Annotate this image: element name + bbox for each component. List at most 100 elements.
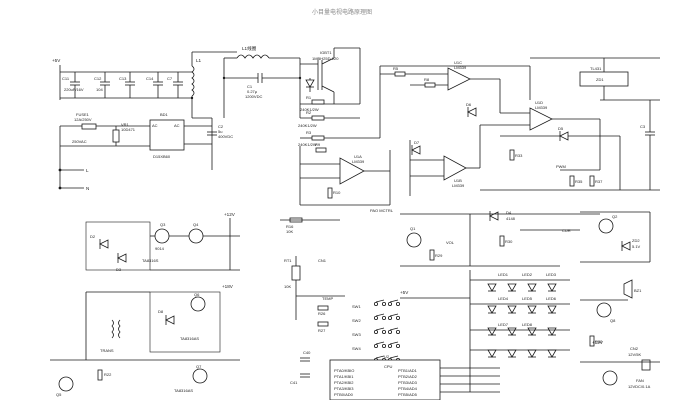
mains-input-section: FUSE1 12A/250V 250VAC VR1 10D471 BD1 AC … (58, 112, 233, 191)
label-r5: R5 (393, 66, 399, 71)
label-vplus-5: +5V (400, 290, 409, 295)
resistor-r9: R9 (315, 142, 327, 153)
capacitor-c11: C11 220uF/16V (62, 72, 84, 98)
label-fuse: FUSE1 (76, 112, 90, 117)
diode-d2: D2 (90, 234, 109, 249)
label-u1d-part: LM339 (535, 105, 548, 110)
label-led5: LED5 (522, 296, 533, 301)
resistor-r32: R32 (589, 335, 603, 347)
work-coil-section: L1线圈 C1 0.27μ 1200VDC (222, 45, 302, 118)
label-u1a-part: LM339 (352, 159, 365, 164)
resistor-r10: R10 (327, 187, 341, 199)
label-vplus-1: +5V (52, 58, 61, 63)
fuse-fuse1 (81, 123, 97, 130)
label-q3: Q3 (160, 222, 166, 227)
label-led1: LED1 (498, 272, 509, 277)
diode-d8: D8 (158, 309, 175, 325)
label-sw4: SW4 (352, 346, 361, 351)
label-r9: R9 (315, 142, 321, 147)
transistor-q1: Q1 (406, 226, 422, 248)
label-d3: D3 (116, 267, 122, 272)
led-symbol (547, 349, 557, 358)
inductor-l1: L1 (191, 58, 202, 118)
transistor-q5: Q5 (56, 376, 74, 397)
label-cn2-part: 12V/5K (628, 352, 641, 357)
label-mcu-p4: PTB0/AD0 (334, 392, 354, 397)
label-vplus-3: +18V (222, 284, 234, 289)
resistor-r5: R5 (393, 66, 406, 77)
label-vol: VOL (446, 240, 455, 245)
label-d4: D4 (506, 210, 512, 215)
transformer-trans: TRANS (100, 319, 121, 353)
igbt-transistor: IGBT1 1MBH25D-120 (300, 47, 361, 105)
label-c12-val: 104 (96, 87, 103, 92)
label-temp: TEMP (322, 296, 333, 301)
label-u1c-part: LM339 (454, 65, 467, 70)
driver-block-1: TA8316S Q3 9014 D2 D3 Q4 +12V (85, 212, 240, 272)
label-r22: R22 (104, 372, 112, 377)
label-sw2: SW2 (352, 318, 361, 323)
label-c11-val: 220uF/16V (64, 87, 84, 92)
resistor-r35: R35 (569, 175, 583, 187)
label-led4: LED4 (498, 296, 509, 301)
capacitor-c1: C1 0.27μ 1200VDC (224, 73, 300, 99)
label-ic-3: TA8316AS (174, 388, 193, 393)
label-c11: C11 (62, 76, 70, 81)
varistor-vr1: VR1 10D471 (112, 122, 136, 146)
label-u1b-part: LM339 (452, 183, 465, 188)
label-led7: LED7 (498, 322, 509, 327)
label-led6: LED6 (546, 296, 557, 301)
label-l1: L1 (196, 58, 202, 63)
label-r37: R37 (595, 179, 603, 184)
label-ac-in: 250VAC (72, 139, 87, 144)
label-led3: LED3 (546, 272, 557, 277)
label-r3: R3 (306, 130, 312, 135)
capacitor-c7: C7 (167, 72, 183, 98)
label-cur: CUR (562, 228, 571, 233)
switch-grid (373, 299, 400, 362)
buzzer-bz1: BZ1 (623, 279, 642, 299)
label-c40: C40 (303, 350, 311, 355)
label-pao: PAO MCTRL (370, 208, 394, 213)
label-r27: R27 (318, 328, 326, 333)
led-symbol (547, 327, 557, 336)
label-c41: C41 (290, 380, 298, 385)
label-c2-volt: 400VDC (218, 134, 233, 139)
label-fuse-val: 12A/250V (74, 117, 92, 122)
label-q7: Q7 (196, 364, 202, 369)
led-symbol (507, 327, 517, 336)
label-c14: C14 (146, 76, 154, 81)
pwm-section: TL431 ZD1 C3 PWM R35 R37 R33 (480, 57, 660, 191)
transistor-q9 (602, 370, 618, 386)
label-d4-part: 4148 (506, 216, 516, 221)
label-zd2: ZD2 (632, 238, 640, 243)
label-d8: D8 (158, 309, 164, 314)
label-r30: R30 (505, 239, 513, 244)
label-vr: VR1 (121, 122, 130, 127)
led-grid (487, 283, 557, 358)
label-q3-part: 9014 (155, 246, 165, 251)
key-switches: SW1 SW2 SW3 SW4 SW5 +5V (352, 290, 470, 365)
switch-symbol (373, 299, 386, 306)
feedback-resistors: R1 240K1/2W R2 240K1/2W R3 240K1/2W (298, 95, 380, 147)
switch-symbol (387, 313, 400, 320)
label-trans: TRANS (100, 348, 114, 353)
label-igbt: IGBT1 (320, 50, 332, 55)
label-q5: Q5 (56, 392, 62, 397)
capacitor-c2: C2 5u 400VDC (207, 124, 233, 139)
label-r1: R1 (306, 95, 312, 100)
led-matrix: LED1 LED2 LED3 LED4 LED5 LED6 LED7 LED8 (470, 272, 570, 358)
led-symbol (507, 305, 517, 314)
label-u1c: U1C (454, 60, 462, 65)
diode-d5: D5 (558, 126, 569, 141)
led-symbol (507, 283, 517, 292)
label-ac1: AC (152, 123, 158, 128)
label-q6: Q6 (194, 292, 200, 297)
label-r8: R8 (424, 77, 430, 82)
capacitor-c40: C40 (300, 350, 311, 362)
label-cn1: CN1 (318, 258, 327, 263)
resistor-r26: R26 (317, 305, 329, 316)
switch-symbol (373, 341, 386, 348)
led-symbol (527, 305, 537, 314)
